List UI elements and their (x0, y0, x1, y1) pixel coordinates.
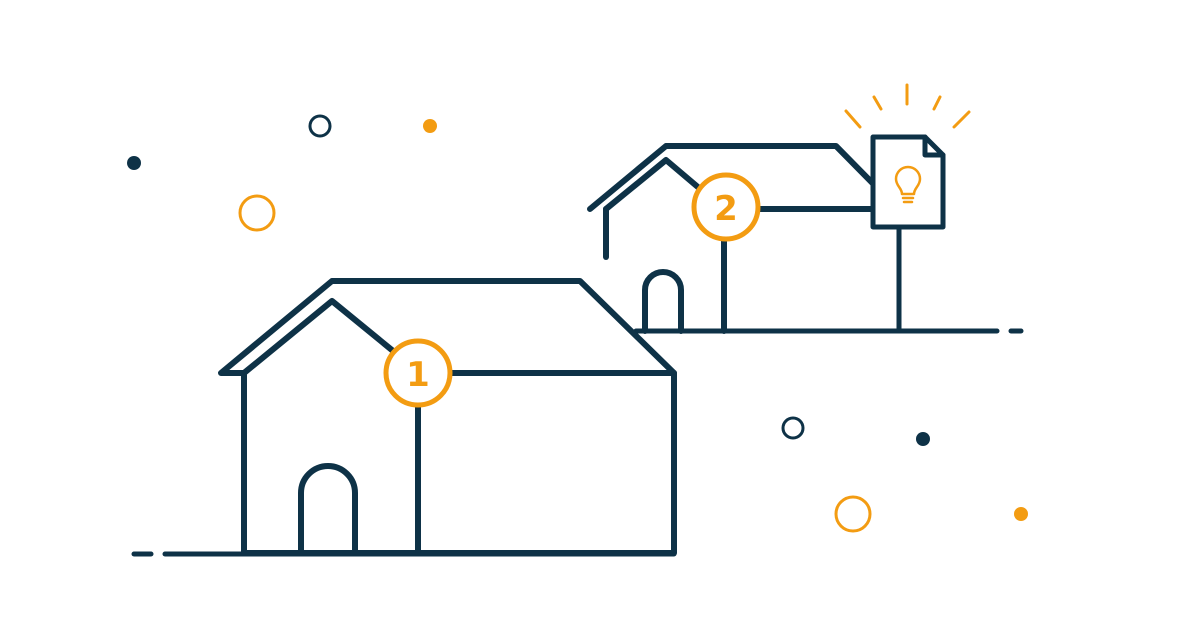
amber-dot (423, 119, 437, 133)
bulb-glass (894, 165, 922, 196)
house-1-roof-inner (241, 298, 401, 376)
ray (932, 95, 942, 111)
badge-1-number: 1 (406, 355, 430, 395)
signpost (870, 134, 946, 334)
document-fold (922, 134, 946, 158)
navy-ring (308, 114, 332, 138)
ray (844, 109, 862, 129)
house-2-roof-inner (603, 157, 715, 212)
document-sheet (870, 134, 946, 230)
house-2 (587, 143, 901, 334)
badge-2-ring (691, 172, 761, 242)
badge-2: 2 (691, 172, 761, 242)
house-2-door (642, 269, 684, 334)
navy-ring (781, 416, 805, 440)
house-1-body (218, 278, 677, 556)
ray (952, 110, 971, 129)
ray (872, 95, 883, 111)
badge-1-ring (383, 338, 453, 408)
navy-dot (916, 432, 930, 446)
house-2-roof-outer (587, 143, 901, 212)
house-1 (218, 278, 677, 556)
lightbulb-icon (894, 165, 922, 204)
navy-dot (127, 156, 141, 170)
house-1-door (298, 463, 358, 556)
decorative-dots (127, 114, 1028, 533)
badge-2-number: 2 (714, 189, 738, 229)
light-rays (844, 83, 971, 129)
badge-1: 1 (383, 338, 453, 408)
amber-ring (238, 194, 276, 232)
amber-dot (1014, 507, 1028, 521)
amber-ring (834, 495, 872, 533)
